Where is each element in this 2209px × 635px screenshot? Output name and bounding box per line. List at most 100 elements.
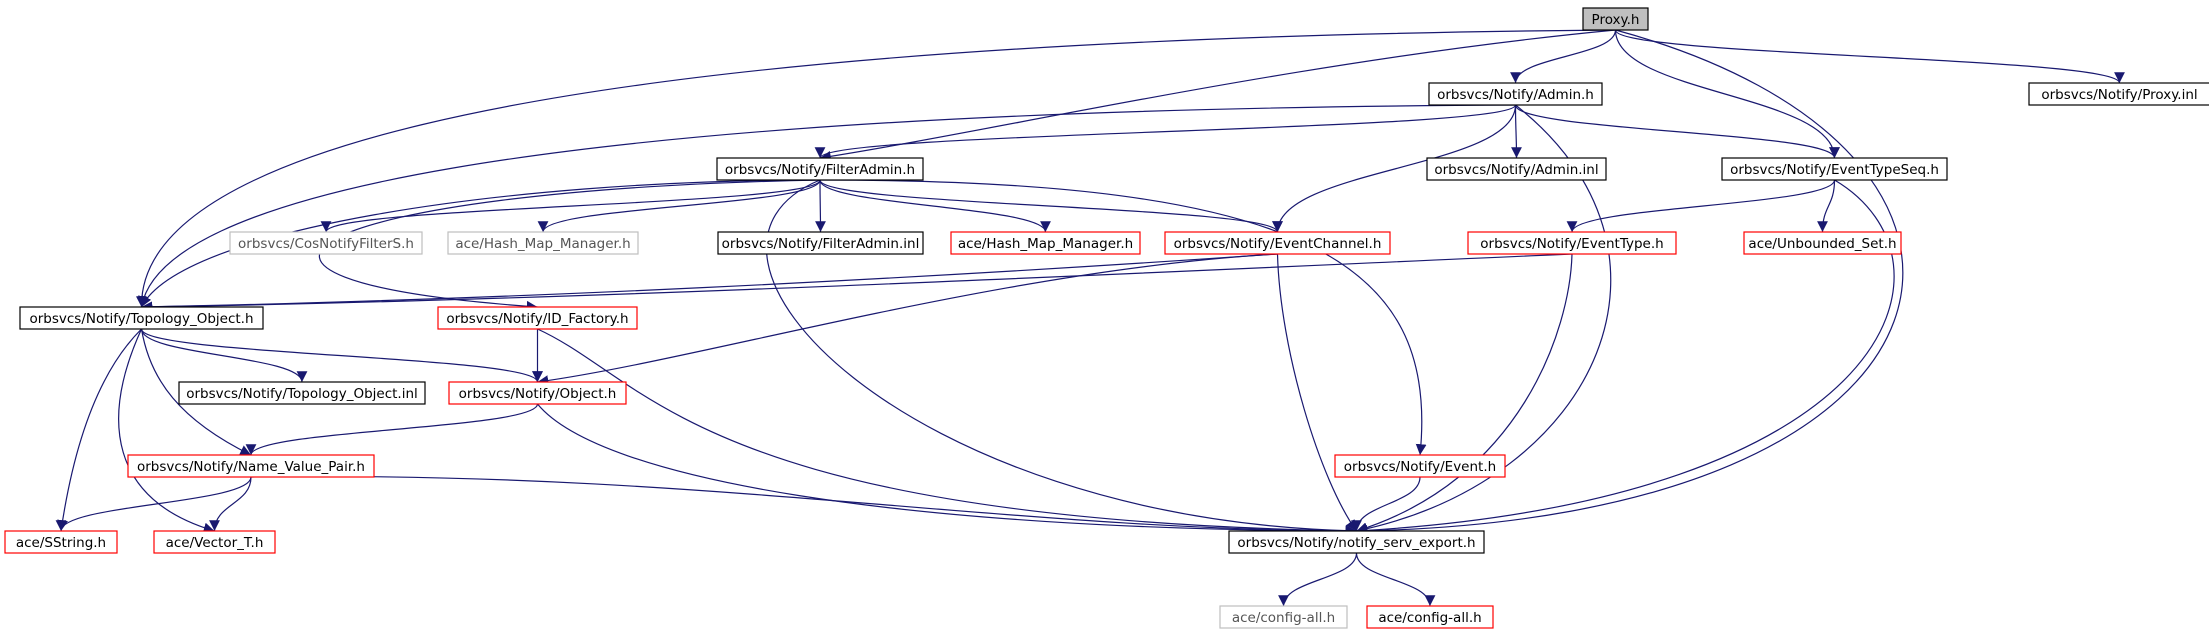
node-label: ace/Vector_T.h: [166, 535, 264, 551]
node-notify-serv-export-h[interactable]: orbsvcs/Notify/notify_serv_export.h: [1228, 530, 1485, 554]
node-hash-map-manager-red[interactable]: ace/Hash_Map_Manager.h: [950, 231, 1141, 255]
node-config-all-red[interactable]: ace/config-all.h: [1366, 605, 1494, 629]
edge-eventchannel_h-to-topology_object_h: [141, 253, 1278, 313]
node-label: ace/config-all.h: [1378, 610, 1481, 626]
node-box: [716, 157, 924, 181]
node-box: [1228, 530, 1485, 554]
node-topology-object-h[interactable]: orbsvcs/Notify/Topology_Object.h: [19, 306, 264, 330]
node-box: [2028, 82, 2209, 106]
node-box: [1164, 231, 1391, 255]
edge-eventtypeseq_h-to-eventtype_h: [1566, 179, 1836, 233]
edge-topology_object_h-to-vector_t_h: [118, 328, 215, 534]
edge-eventtypeseq_h-to-notify_serv_export_h: [1356, 179, 1895, 536]
edge-filteradmin_h-to-eventchannel_h: [819, 179, 1283, 233]
node-box: [19, 306, 264, 330]
edge-admin_h-to-eventtypeseq_h: [1514, 104, 1840, 159]
node-box: [1582, 7, 1649, 31]
edge-filteradmin_h-to-notify_serv_export_h: [765, 179, 1357, 537]
node-box: [437, 306, 638, 330]
edge-notify_serv_export_h-to-config_all_gray: [1278, 552, 1358, 607]
node-eventchannel-h[interactable]: orbsvcs/Notify/EventChannel.h: [1164, 231, 1391, 255]
edge-proxy_h-to-notify_serv_export_h: [1356, 29, 1904, 537]
node-object-h[interactable]: orbsvcs/Notify/Object.h: [448, 381, 627, 405]
node-label: ace/Unbounded_Set.h: [1748, 236, 1896, 252]
node-label: orbsvcs/Notify/Name_Value_Pair.h: [137, 459, 365, 475]
node-proxy-h[interactable]: Proxy.h: [1582, 7, 1649, 31]
edge-eventtypeseq_h-to-unbounded_set_h: [1817, 179, 1836, 233]
node-name-value-pair-h[interactable]: orbsvcs/Notify/Name_Value_Pair.h: [127, 454, 375, 478]
edge-id_factory_h-to-notify_serv_export_h: [537, 328, 1357, 537]
edge-eventtype_h-to-notify_serv_export_h: [1356, 253, 1573, 533]
edge-topology_object_h-to-name_value_pair_h: [140, 328, 252, 456]
node-label: orbsvcs/Notify/FilterAdmin.inl: [722, 236, 920, 252]
edges-layer: [55, 29, 2125, 607]
node-sstring-h[interactable]: ace/SString.h: [4, 530, 118, 554]
node-label: orbsvcs/Notify/EventChannel.h: [1174, 236, 1382, 252]
edge-eventchannel_h-to-notify_serv_export_h: [1276, 253, 1357, 532]
node-box: [1428, 82, 1603, 106]
node-box: [447, 231, 639, 255]
node-label: orbsvcs/Notify/Admin.inl: [1434, 162, 1598, 178]
node-box: [153, 530, 276, 554]
node-label: orbsvcs/Notify/ID_Factory.h: [446, 311, 628, 327]
node-label: ace/SString.h: [16, 535, 106, 551]
node-unbounded-set-h[interactable]: ace/Unbounded_Set.h: [1743, 231, 1902, 255]
node-box: [1743, 231, 1902, 255]
node-proxy-inl[interactable]: orbsvcs/Notify/Proxy.inl: [2028, 82, 2209, 106]
node-label: orbsvcs/Notify/Topology_Object.h: [29, 311, 253, 327]
node-box: [127, 454, 375, 478]
node-eventtype-h[interactable]: orbsvcs/Notify/EventType.h: [1467, 231, 1677, 255]
node-box: [448, 381, 627, 405]
node-hash-map-manager-gray[interactable]: ace/Hash_Map_Manager.h: [447, 231, 639, 255]
edge-eventchannel_h-to-object_h: [537, 253, 1278, 386]
edge-event_h-to-notify_serv_export_h: [1351, 476, 1421, 532]
node-eventtypeseq-h[interactable]: orbsvcs/Notify/EventTypeSeq.h: [1721, 157, 1948, 181]
edge-topology_object_h-to-sstring_h: [57, 328, 142, 532]
edge-filteradmin_h-to-topology_object_h: [140, 179, 821, 308]
edge-proxy_h-to-admin_h: [1510, 29, 1617, 84]
node-filteradmin-h[interactable]: orbsvcs/Notify/FilterAdmin.h: [716, 157, 924, 181]
node-label: orbsvcs/Notify/FilterAdmin.h: [725, 162, 915, 178]
edge-filteradmin_h-to-event_h: [819, 179, 1427, 456]
node-label: orbsvcs/Notify/Object.h: [459, 386, 617, 402]
node-label: orbsvcs/CosNotifyFilterS.h: [238, 236, 414, 252]
edge-eventtype_h-to-topology_object_h: [141, 253, 1573, 313]
edge-topology_object_h-to-object_h: [140, 328, 543, 383]
edge-admin_h-to-topology_object_h: [138, 104, 1516, 308]
node-box: [1721, 157, 1948, 181]
node-box: [717, 231, 924, 255]
node-label: ace/Hash_Map_Manager.h: [455, 236, 630, 252]
edge-admin_h-to-filteradmin_h: [814, 104, 1517, 159]
edge-notify_serv_export_h-to-config_all_red: [1355, 552, 1436, 607]
node-vector-t-h[interactable]: ace/Vector_T.h: [153, 530, 276, 554]
node-label: orbsvcs/Notify/Proxy.inl: [2041, 87, 2197, 103]
nodes-layer: Proxy.h orbsvcs/Notify/Admin.h orbsvcs/Not…: [4, 7, 2209, 629]
node-label: orbsvcs/Notify/Topology_Object.inl: [186, 386, 418, 402]
edge-filteradmin_h-to-hash_map_manager_red: [819, 179, 1051, 233]
node-config-all-gray[interactable]: ace/config-all.h: [1219, 605, 1348, 629]
node-label: orbsvcs/Notify/EventTypeSeq.h: [1730, 162, 1939, 178]
node-box: [1426, 157, 1607, 181]
node-id-factory-h[interactable]: orbsvcs/Notify/ID_Factory.h: [437, 306, 638, 330]
node-filteradmin-inl[interactable]: orbsvcs/Notify/FilterAdmin.inl: [717, 231, 924, 255]
node-cosnotifyfilters-h[interactable]: orbsvcs/CosNotifyFilterS.h: [229, 231, 423, 255]
node-box: [1219, 605, 1348, 629]
node-box: [950, 231, 1141, 255]
edge-proxy_h-to-eventtypeseq_h: [1614, 29, 1840, 159]
node-topology-object-inl[interactable]: orbsvcs/Notify/Topology_Object.inl: [178, 381, 426, 405]
edge-object_h-to-notify_serv_export_h: [537, 403, 1357, 537]
edge-proxy_h-to-topology_object_h: [135, 29, 1616, 308]
node-box: [1467, 231, 1677, 255]
edge-object_h-to-name_value_pair_h: [245, 403, 539, 456]
node-label: Proxy.h: [1592, 12, 1640, 28]
node-admin-h[interactable]: orbsvcs/Notify/Admin.h: [1428, 82, 1603, 106]
edge-proxy_h-to-proxy_inl: [1614, 29, 2125, 84]
node-event-h[interactable]: orbsvcs/Notify/Event.h: [1334, 454, 1506, 478]
edge-admin_h-to-admin_inl: [1511, 104, 1522, 159]
edge-filteradmin_h-to-cosnotifyfilters_h: [320, 179, 821, 233]
node-label: ace/config-all.h: [1232, 610, 1335, 626]
node-admin-inl[interactable]: orbsvcs/Notify/Admin.inl: [1426, 157, 1607, 181]
edge-name_value_pair_h-to-notify_serv_export_h: [250, 475, 1357, 537]
edge-name_value_pair_h-to-vector_t_h: [209, 476, 252, 532]
